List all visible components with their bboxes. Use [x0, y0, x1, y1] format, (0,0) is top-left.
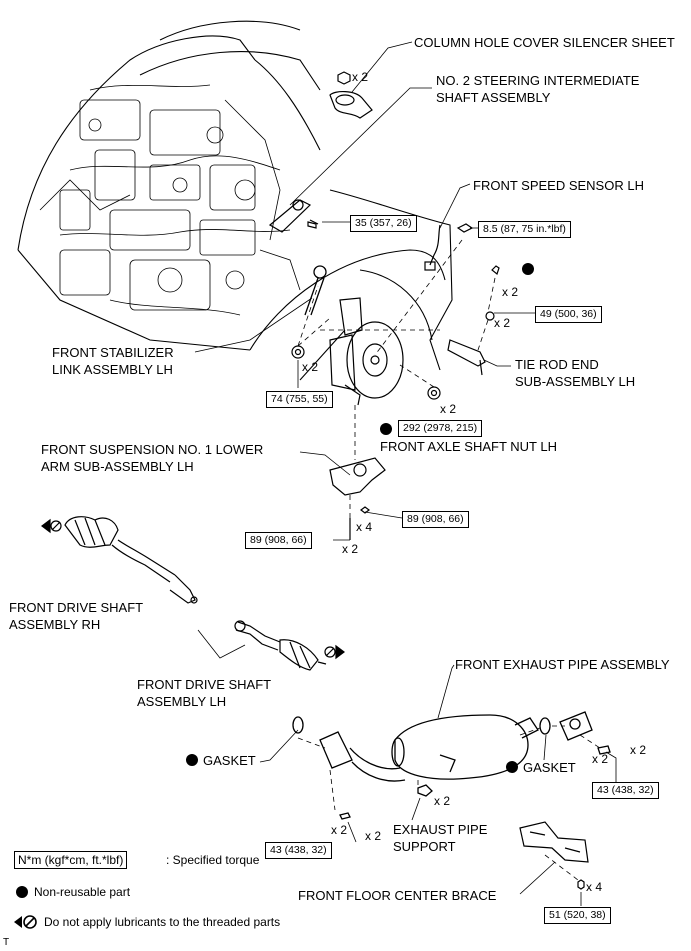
torque-box-axle-nut: 292 (2978, 215) [398, 420, 483, 437]
qty-exhaust-rear-b: x 2 [592, 752, 609, 766]
nonreusable-dot-tie-rod [522, 263, 534, 275]
label-front-stabilizer-line1: FRONT STABILIZER [52, 345, 174, 360]
torque-box-lower-arm-nut: 89 (908, 66) [402, 511, 469, 528]
corner-mark: T [3, 937, 10, 948]
tie-rod-end-drawing [447, 265, 500, 376]
label-tie-rod-line2: SUB-ASSEMBLY LH [515, 374, 636, 389]
no-lubricant-icon [14, 915, 37, 929]
engine-compartment [39, 84, 301, 316]
column-hole-cover-drawing [329, 71, 373, 119]
qty-tie-rod-nut: x 2 [494, 316, 511, 330]
label-drive-rh-line2: ASSEMBLY RH [9, 617, 101, 632]
qty-axle: x 2 [440, 402, 457, 416]
floor-brace-drawing [519, 821, 589, 890]
qty-tie-rod-bolt: x 2 [502, 285, 519, 299]
legend-nonreusable-text: Non-reusable part [34, 885, 131, 899]
nonreusable-dot-gasket-right [506, 761, 518, 773]
leader-lines [194, 41, 617, 906]
legend-torque-unit: N*m (kgf*cm, ft.*lbf) [14, 851, 128, 869]
label-tie-rod-line1: TIE ROD END [515, 357, 599, 372]
label-drive-lh-line1: FRONT DRIVE SHAFT [137, 677, 272, 692]
label-front-axle-nut: FRONT AXLE SHAFT NUT LH [380, 439, 557, 454]
legend-torque-desc: : Specified torque [166, 853, 260, 867]
torque-box-tie-rod: 49 (500, 36) [535, 306, 602, 323]
label-exhaust-pipe: FRONT EXHAUST PIPE ASSEMBLY [455, 657, 670, 672]
torque-box-lower-arm-bolt: 89 (908, 66) [245, 532, 312, 549]
drive-shaft-rh-drawing [64, 516, 198, 604]
speed-sensor-drawing [424, 223, 474, 271]
torque-box-steering: 35 (357, 26) [350, 215, 417, 232]
legend-nonreusable-icon [16, 886, 28, 898]
stabilizer-link-drawing [304, 265, 327, 316]
qty-exhaust-support: x 2 [434, 794, 451, 808]
drive-shaft-lh-drawing [234, 620, 327, 671]
label-gasket-left: GASKET [203, 753, 256, 768]
qty-stabilizer: x 2 [302, 360, 319, 374]
label-exhaust-support-line1: EXHAUST PIPE [393, 822, 488, 837]
torque-box-stabilizer: 74 (755, 55) [266, 391, 333, 408]
exhaust-pipe-drawing [292, 711, 611, 820]
qty-exhaust-front-a: x 2 [331, 823, 348, 837]
torque-box-exhaust-rear: 43 (438, 32) [592, 782, 659, 799]
qty-lower-arm-nut: x 4 [356, 520, 373, 534]
label-drive-rh-line1: FRONT DRIVE SHAFT [9, 600, 144, 615]
alignment-lines [297, 239, 601, 881]
steering-intermediate-shaft-drawing [268, 199, 319, 233]
label-no2-steering-line2: SHAFT ASSEMBLY [436, 90, 551, 105]
label-lower-arm-line1: FRONT SUSPENSION NO. 1 LOWER [41, 442, 264, 457]
qty-lower-arm-bolt: x 2 [342, 542, 359, 556]
label-gasket-right: GASKET [523, 760, 576, 775]
nonreusable-dot-gasket-left [186, 754, 198, 766]
qty-exhaust-front-b: x 2 [365, 829, 382, 843]
qty-column-hole: x 2 [352, 70, 369, 84]
label-front-stabilizer-line2: LINK ASSEMBLY LH [52, 362, 173, 377]
legend-no-lubricant-text: Do not apply lubricants to the threaded … [44, 915, 281, 929]
label-lower-arm-line2: ARM SUB-ASSEMBLY LH [41, 459, 194, 474]
no-lubricant-symbol-lh [324, 644, 345, 660]
torque-box-speed-sensor: 8.5 (87, 75 in.*lbf) [478, 221, 571, 238]
label-front-speed-sensor: FRONT SPEED SENSOR LH [473, 178, 644, 193]
qty-floor-brace: x 4 [586, 880, 603, 894]
vehicle-body-outline [17, 20, 453, 381]
no-lubricant-symbol-rh [41, 518, 62, 534]
qty-exhaust-rear-a: x 2 [630, 743, 647, 757]
label-drive-lh-line2: ASSEMBLY LH [137, 694, 227, 709]
knuckle-brake-drawing [329, 297, 404, 406]
label-no2-steering-line1: NO. 2 STEERING INTERMEDIATE [436, 73, 640, 88]
label-column-hole-cover: COLUMN HOLE COVER SILENCER SHEET [414, 35, 675, 50]
label-exhaust-support-line2: SUPPORT [393, 839, 456, 854]
label-floor-brace: FRONT FLOOR CENTER BRACE [298, 888, 497, 903]
lower-arm-drawing [329, 457, 386, 540]
torque-box-exhaust-front: 43 (438, 32) [265, 842, 332, 859]
nonreusable-dot-axle-nut [380, 423, 392, 435]
torque-box-floor-brace: 51 (520, 38) [544, 907, 611, 924]
